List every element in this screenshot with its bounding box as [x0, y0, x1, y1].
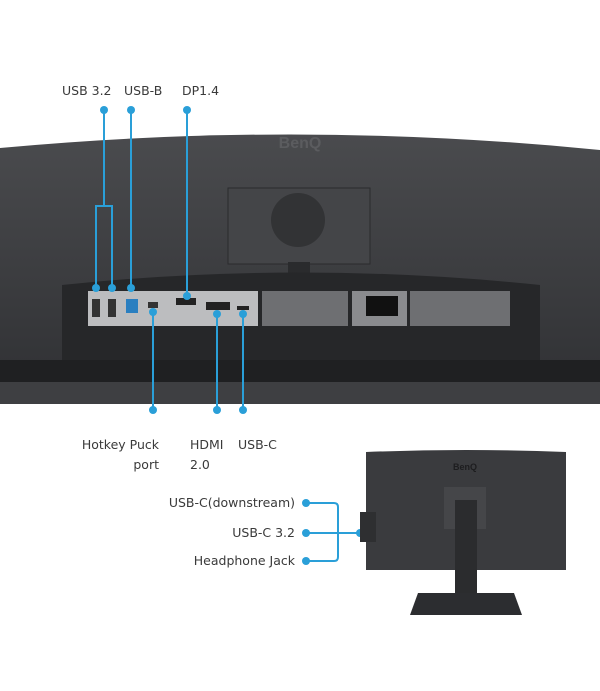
monitor-rear-closeup: BenQ [0, 134, 600, 404]
label-hdmi: HDMI [190, 437, 224, 452]
label-hotkey-puck: Hotkey Puck [81, 437, 159, 452]
callout-lines [95, 112, 360, 562]
label-usb-b: USB-B [124, 83, 163, 98]
label-usb-c-downstream: USB-C(downstream) [168, 495, 295, 510]
label-hdmi-version: 2.0 [190, 457, 210, 472]
svg-text:BenQ: BenQ [453, 462, 477, 472]
label-usb-3-2: USB 3.2 [62, 83, 112, 98]
label-hotkey-port: port [133, 457, 159, 472]
monitor-rear-full: BenQ [360, 450, 566, 615]
label-usb-c-3-2: USB-C 3.2 [232, 525, 295, 540]
label-headphone-jack: Headphone Jack [193, 553, 295, 568]
benq-logo: BenQ [279, 135, 322, 152]
label-usb-c: USB-C [238, 437, 277, 452]
label-dp-1-4: DP1.4 [182, 83, 220, 98]
